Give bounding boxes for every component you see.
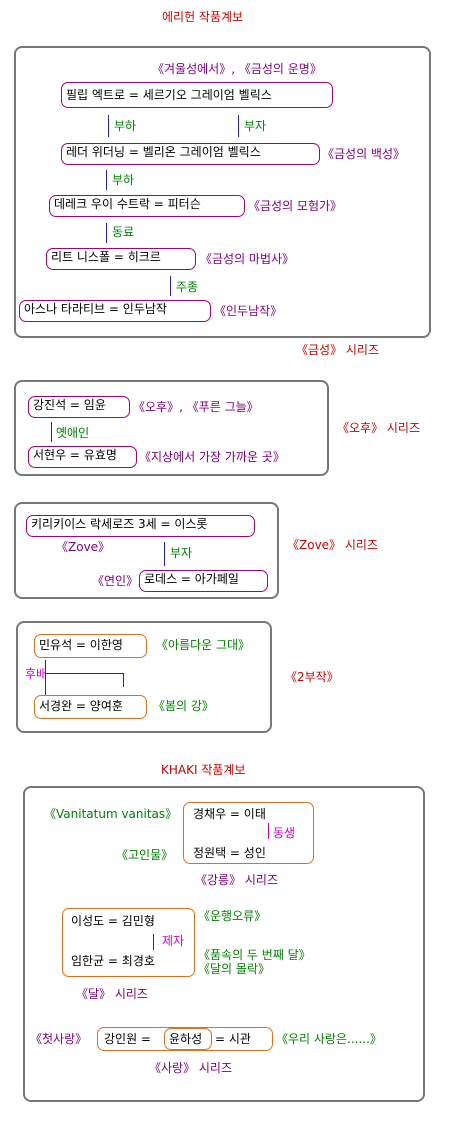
rel-line [45,673,124,674]
ohu-box-1: 강진석 = 임윤 [28,396,130,418]
rel-line [170,276,171,296]
rel-line [123,673,124,687]
dal-series-label: 《달》 시리즈 [76,987,148,1001]
rel-line [238,115,239,137]
zove-box-2: 로데스 = 아가페일 [139,570,268,592]
work-title: 《지상에서 가장 가까운 곳》 [139,450,285,464]
rel-label: 옛애인 [56,426,90,440]
rel-line [108,115,109,137]
geumseong-top-works: 《겨울성에서》, 《금성의 운명》 [152,62,322,76]
work-title: 《Vanitatum vanitas》 [44,807,178,821]
sarang-series-label: 《사랑》 시리즈 [149,1061,233,1075]
ohu-series-label: 《오후》 시리즈 [337,421,421,435]
rel-label: 후배 [25,667,48,681]
khaki-panel [23,786,425,1102]
work-title: 《고인물》 [116,848,174,862]
two-series-label: 《2부작》 [285,670,339,684]
rel-line [268,823,269,839]
dal-box [62,908,195,977]
sarang-name-2: 윤하성 [164,1028,212,1050]
rel-label: 부자 [170,546,193,560]
gangreung-series-label: 《강릉》 시리즈 [195,873,279,887]
geumseong-box-1: 필립 엑트로 = 세르기오 그레이엄 벨릭스 [61,82,333,108]
rel-label: 부하 [114,119,137,133]
eri-title: 에리헌 작품계보 [162,10,244,24]
rel-label: 제자 [162,934,185,948]
work-title: 《인두남작》 [214,304,283,318]
rel-line [106,170,107,190]
geumseong-box-2: 레더 위더닝 = 벨리온 그레이엄 벨릭스 [61,143,320,165]
sarang-name-3: = 시관 [215,1032,251,1046]
rel-line [164,542,165,566]
rel-label: 부자 [244,119,267,133]
work-title: 《오후》, 《푸른 그늘》 [133,400,259,414]
geumseong-series-panel [14,46,431,338]
two-box-2: 서경완 = 양여훈 [34,695,147,719]
geumseong-box-4: 리트 니스폴 = 히크르 [46,248,196,270]
geumseong-series-label: 《금성》 시리즈 [296,343,380,357]
work-title: 《우리 사랑은......》 [276,1032,382,1046]
gangreung-line-1: 경채우 = 이태 [193,807,266,821]
zove-box-1: 키리키이스 락세로즈 3세 = 이스롯 [26,515,255,537]
sarang-box [97,1027,273,1051]
work-title: 《첫사랑》 [30,1032,88,1046]
work-title: 《Zove》 [56,540,111,554]
sarang-name-1: 강인원 = [104,1032,151,1046]
work-title: 《달의 몰락》 [198,962,270,976]
work-title: 《운행오류》 [198,909,267,923]
rel-line [51,422,52,442]
work-title: 《금성의 모험가》 [248,199,343,213]
khaki-title: KHAKI 작품계보 [161,763,246,777]
work-title: 《연인》 [92,574,139,588]
rel-label: 부하 [112,173,135,187]
rel-line [106,223,107,243]
zove-series-label: 《Zove》 시리즈 [287,538,378,552]
dal-line-1: 이성도 = 김민형 [71,914,155,928]
dal-line-2: 임한균 = 최경호 [71,954,155,968]
rel-label: 주종 [176,280,199,294]
work-title: 《봄의 강》 [153,699,214,713]
ohu-box-2: 서현우 = 유효명 [28,446,137,468]
gangreung-box [183,802,314,864]
geumseong-box-5: 아스나 타라티브 = 인두남작 [19,300,211,322]
gangreung-line-2: 정원택 = 성인 [193,846,266,860]
rel-line [153,934,154,950]
rel-label: 동료 [112,225,135,239]
geumseong-box-3: 데레크 우이 수트락 = 피터슨 [49,195,245,217]
work-title: 《금성의 백성》 [322,147,406,161]
work-title: 《금성의 마법사》 [200,252,295,266]
rel-label: 동생 [273,826,296,840]
two-box-1: 민유석 = 이한영 [34,634,147,658]
zove-series-panel [14,502,279,599]
work-title: 《품속의 두 번째 달》 [198,948,311,962]
rel-line [45,660,46,696]
work-title: 《아름다운 그대》 [156,638,251,652]
